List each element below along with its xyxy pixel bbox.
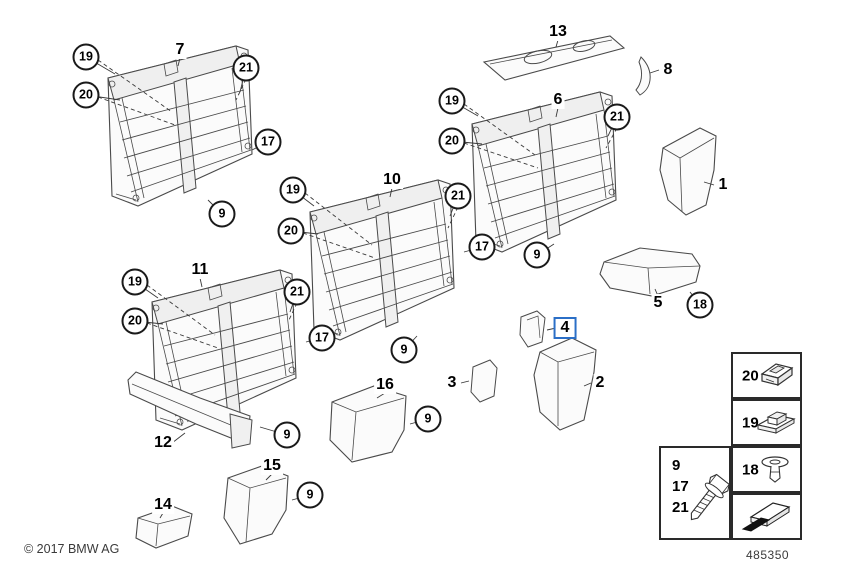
- screw-icon: [690, 473, 730, 521]
- legend-screw-numbers: 9 17 21: [672, 455, 689, 518]
- legend-label-21[interactable]: 21: [672, 499, 689, 516]
- fastener-callout-19[interactable]: 19: [72, 43, 100, 71]
- speed-nut-clip-icon: [760, 362, 794, 386]
- copyright-text: © 2017 BMW AG: [24, 542, 120, 556]
- legend-label-17[interactable]: 17: [672, 478, 689, 495]
- legend-label-20[interactable]: 20: [742, 367, 759, 384]
- part-label-6[interactable]: 6: [551, 91, 565, 109]
- part-13-drawing[interactable]: [482, 35, 626, 81]
- part-label-4[interactable]: 4: [553, 317, 577, 339]
- fastener-callout-9[interactable]: 9: [523, 241, 551, 269]
- fastener-callout-19[interactable]: 19: [121, 268, 149, 296]
- part-label-16[interactable]: 16: [374, 376, 396, 394]
- part-5-drawing[interactable]: [599, 247, 701, 297]
- legend-label-9[interactable]: 9: [672, 457, 681, 474]
- part-label-12[interactable]: 12: [152, 434, 174, 452]
- part-label-13[interactable]: 13: [547, 23, 569, 41]
- cage-clip-icon: [756, 410, 796, 434]
- fastener-callout-19[interactable]: 19: [438, 87, 466, 115]
- fastener-callout-20[interactable]: 20: [438, 127, 466, 155]
- fastener-callout-9[interactable]: 9: [414, 405, 442, 433]
- fastener-callout-9[interactable]: 9: [208, 200, 236, 228]
- part-label-1[interactable]: 1: [716, 176, 730, 194]
- part-label-10[interactable]: 10: [381, 171, 403, 189]
- diagram-number: 485350: [746, 548, 790, 562]
- legend-box-20: 20: [731, 352, 802, 399]
- legend-label-19[interactable]: 19: [742, 414, 759, 431]
- fastener-callout-17[interactable]: 17: [308, 324, 336, 352]
- fastener-callout-21[interactable]: 21: [603, 103, 631, 131]
- legend-label-18[interactable]: 18: [742, 461, 759, 478]
- legend-box-19: 19: [731, 399, 802, 446]
- fastener-callout-17[interactable]: 17: [254, 128, 282, 156]
- part-3-drawing[interactable]: [470, 359, 498, 403]
- part-label-8[interactable]: 8: [661, 61, 675, 79]
- part-12-drawing[interactable]: [127, 371, 253, 449]
- fastener-callout-9[interactable]: 9: [390, 336, 418, 364]
- part-label-3[interactable]: 3: [445, 374, 459, 392]
- part-label-15[interactable]: 15: [261, 457, 283, 475]
- fastener-callout-20[interactable]: 20: [277, 217, 305, 245]
- fastener-callout-21[interactable]: 21: [444, 182, 472, 210]
- wedge-icon: [741, 501, 791, 532]
- fastener-callout-9[interactable]: 9: [273, 421, 301, 449]
- fastener-callout-9[interactable]: 9: [296, 481, 324, 509]
- fastener-callout-18[interactable]: 18: [686, 291, 714, 319]
- part-1-drawing[interactable]: [659, 127, 717, 216]
- fastener-callout-19[interactable]: 19: [279, 176, 307, 204]
- fastener-callout-21[interactable]: 21: [232, 54, 260, 82]
- legend-box-18: 18: [731, 446, 802, 493]
- part-label-5[interactable]: 5: [651, 294, 665, 312]
- legend-box-screws: 9 17 21: [659, 446, 731, 540]
- expanding-rivet-icon: [761, 455, 789, 483]
- part-label-14[interactable]: 14: [152, 496, 174, 514]
- fastener-callout-17[interactable]: 17: [468, 233, 496, 261]
- part-label-7[interactable]: 7: [173, 41, 187, 59]
- part-label-2[interactable]: 2: [593, 374, 607, 392]
- fastener-callout-20[interactable]: 20: [121, 307, 149, 335]
- part-label-11[interactable]: 11: [189, 261, 211, 279]
- part-4-drawing[interactable]: [519, 310, 546, 348]
- fastener-callout-21[interactable]: 21: [283, 278, 311, 306]
- part-2-drawing[interactable]: [533, 337, 597, 431]
- part-8-drawing[interactable]: [635, 56, 651, 96]
- legend-box-wedge: [731, 493, 802, 540]
- fastener-callout-20[interactable]: 20: [72, 81, 100, 109]
